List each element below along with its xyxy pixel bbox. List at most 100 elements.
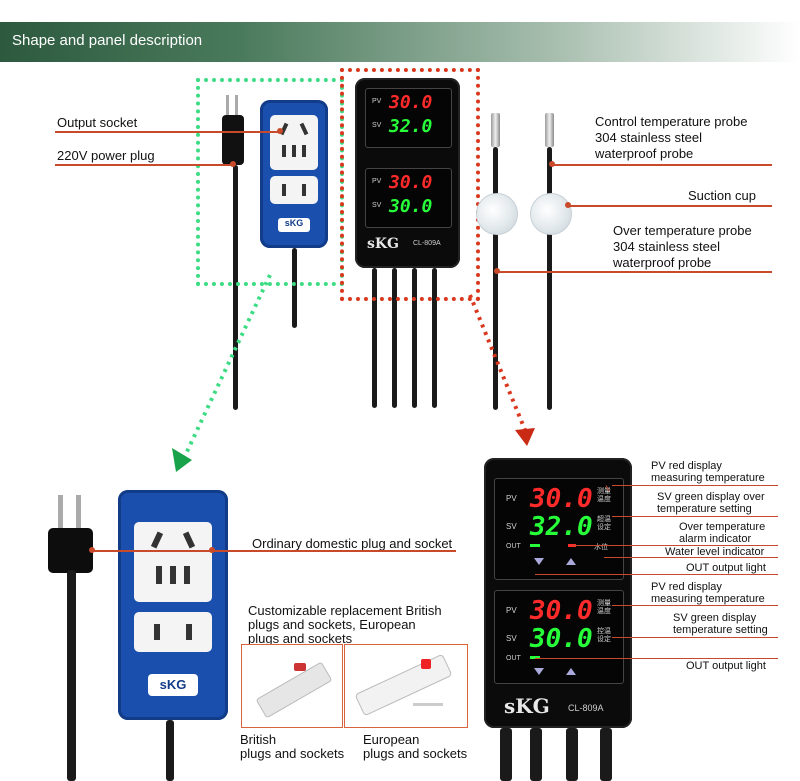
socket-cable <box>292 248 297 328</box>
output-socket-2 <box>270 176 318 204</box>
measure-cn-lower: 测量温度 <box>597 600 611 615</box>
socket-bar-logo: sKG <box>278 218 310 232</box>
plug-detail <box>48 495 98 575</box>
socket-bar-detail-logo: sKG <box>148 674 198 696</box>
controller-model: CL-809A <box>568 703 604 713</box>
label-european-2: plugs and sockets <box>363 746 468 761</box>
label-control-probe-2: 304 stainless steel <box>595 130 702 145</box>
label-pv-red-2: measuring temperature <box>651 472 765 484</box>
down-button-upper[interactable] <box>534 558 544 565</box>
panel-cable-3 <box>566 728 578 781</box>
power-cable <box>233 165 238 410</box>
label-sv-green-over-2: temperature setting <box>657 503 752 515</box>
domestic-socket-bottom <box>134 612 212 652</box>
controller-logo: sKG <box>504 694 550 718</box>
label-custom-2: plugs and sockets, European <box>248 617 416 632</box>
label-over-alarm-2: alarm indicator <box>679 533 752 545</box>
panel-cable-1 <box>500 728 512 781</box>
panel-cable-2 <box>530 728 542 781</box>
label-sv-green-over-1: SV green display over <box>657 491 765 503</box>
controller-cable-2 <box>392 268 397 408</box>
label-power-plug: 220V power plug <box>57 148 155 163</box>
down-button-lower[interactable] <box>534 668 544 675</box>
water-cn: 水位 <box>594 544 608 551</box>
label-pv-red-1: PV red display <box>651 460 722 472</box>
label-output-socket: Output socket <box>57 115 138 130</box>
label-pv-red2-1: PV red display <box>651 581 722 593</box>
pv-label-lower: PV <box>506 606 517 615</box>
label-out-light-2: OUT output light <box>686 660 766 672</box>
plug-detail-cable <box>67 570 76 781</box>
label-pv-red2-2: measuring temperature <box>651 593 765 605</box>
over-cn-upper: 超温设定 <box>597 516 611 531</box>
label-control-probe-1: Control temperature probe <box>595 114 748 129</box>
red-dotted-arrow <box>468 294 535 446</box>
domestic-socket-top <box>134 522 212 602</box>
controller-cable-4 <box>432 268 437 408</box>
red-dashed-highlight <box>340 68 480 301</box>
socket-bar-detail: sKG <box>118 490 228 720</box>
label-custom-1: Customizable replacement British <box>248 603 442 618</box>
label-european-1: European <box>363 732 420 747</box>
control-probe-cable <box>547 147 552 410</box>
european-socket-photo <box>344 644 468 728</box>
green-dotted-arrow <box>172 274 272 472</box>
label-british-2: plugs and sockets <box>240 746 345 761</box>
label-british-1: British <box>240 732 277 747</box>
output-socket <box>270 115 318 170</box>
sv-label: SV <box>506 522 517 531</box>
over-probe-cable <box>493 147 498 410</box>
label-over-probe-2: 304 stainless steel <box>613 239 720 254</box>
out-label-upper: OUT <box>506 543 521 550</box>
label-over-probe-3: waterproof probe <box>613 255 712 270</box>
suction-cup-right <box>530 193 572 235</box>
sv-value-top-2: 30.0 <box>389 196 433 217</box>
out-light-upper <box>530 544 540 547</box>
controller-cable-1 <box>372 268 377 408</box>
sv-display-lower: 30.0 <box>530 624 593 654</box>
sv-value-top: 32.0 <box>389 116 433 137</box>
measure-cn-upper: 测量温度 <box>597 488 611 503</box>
sv-label-top-2: SV <box>372 202 382 209</box>
label-suction-cup: Suction cup <box>688 188 756 203</box>
label-control-probe-3: waterproof probe <box>595 146 694 161</box>
pv-value-top: 30.0 <box>389 92 433 113</box>
label-over-alarm-1: Over temperature <box>679 521 766 533</box>
sv-label-lower: SV <box>506 634 517 643</box>
out-label-lower: OUT <box>506 655 521 662</box>
up-button-lower[interactable] <box>566 668 576 675</box>
controller-top: PV 30.0 SV 32.0 PV 30.0 SV 30.0 sKG CL-8… <box>355 78 460 268</box>
output-socket-bar: sKG <box>260 100 328 248</box>
british-socket-photo <box>241 644 343 728</box>
panel-cable-4 <box>600 728 612 781</box>
controller-logo-top: sKG <box>367 236 400 252</box>
label-sv-green2-1: SV green display <box>673 612 757 624</box>
control-temperature-probe <box>545 113 554 147</box>
label-custom-3: plugs and sockets <box>248 631 353 646</box>
controller-panel-detail: PV 30.0 测量温度 SV 32.0 超温设定 OUT 水位 PV 30.0… <box>484 458 632 728</box>
green-dashed-highlight <box>196 78 344 286</box>
out-light-lower <box>530 656 540 659</box>
label-out-light-1: OUT output light <box>686 562 766 574</box>
up-button-upper[interactable] <box>566 558 576 565</box>
suction-cup-left <box>476 193 518 235</box>
label-over-probe-1: Over temperature probe <box>613 223 752 238</box>
section-title: Shape and panel description <box>12 32 203 49</box>
controller-model-top: CL-809A <box>413 240 441 247</box>
sv-display-upper: 32.0 <box>530 512 593 542</box>
pv-display-lower: 30.0 <box>530 596 593 626</box>
over-temperature-probe <box>491 113 500 147</box>
socket-detail-cable <box>166 720 174 781</box>
label-ordinary-socket: Ordinary domestic plug and socket <box>252 536 453 551</box>
control-cn-lower: 控温设定 <box>597 628 611 643</box>
power-plug <box>222 95 244 170</box>
sv-label-top: SV <box>372 122 382 129</box>
section-header-bar <box>0 22 800 62</box>
pv-label: PV <box>506 494 517 503</box>
pv-display-upper: 30.0 <box>530 484 593 514</box>
label-sv-green2-2: temperature setting <box>673 624 768 636</box>
pv-label-top-2: PV <box>372 178 382 185</box>
pv-value-top-2: 30.0 <box>389 172 433 193</box>
label-water-level: Water level indicator <box>665 546 765 558</box>
pv-label-top: PV <box>372 98 382 105</box>
